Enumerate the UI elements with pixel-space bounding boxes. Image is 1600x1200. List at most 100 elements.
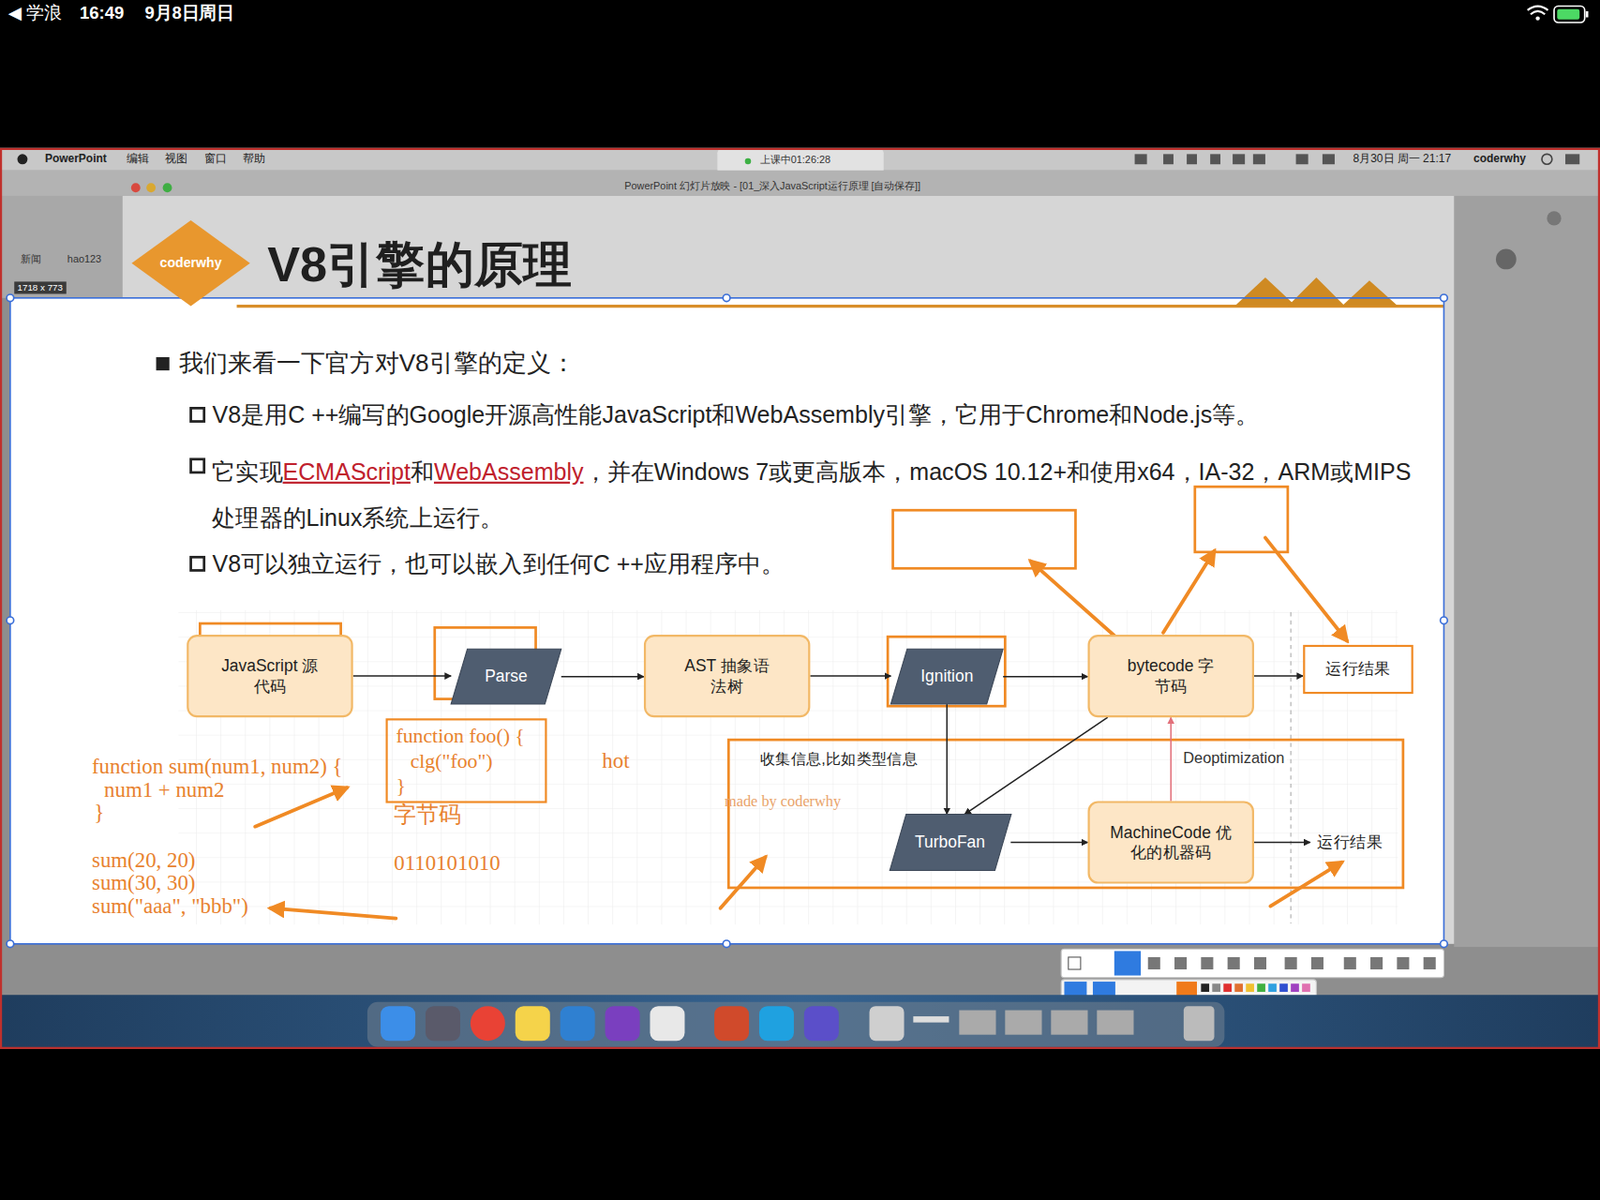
diamond-shape (131, 220, 250, 306)
handwritten-code: sum(30, 30) (91, 869, 195, 895)
menu-item: PowerPoint (44, 151, 107, 165)
menu-bar (1541, 153, 1553, 165)
annotation-toolbar (1254, 957, 1267, 970)
window-title-bar (0, 195, 123, 299)
slide-background (10, 298, 1445, 944)
node-label: Parse (484, 666, 528, 687)
connector (809, 674, 891, 677)
freehand-arrows (254, 538, 1347, 919)
bullet-markers (156, 357, 205, 570)
node-label: AST 抽象语法树 (678, 656, 776, 696)
slide-background (1287, 277, 1346, 306)
connector (1002, 675, 1088, 678)
annotation-toolbar (1200, 957, 1213, 970)
node-label: 运行结果 (1325, 659, 1391, 680)
dock (515, 1005, 551, 1041)
annotation-rects (1195, 486, 1288, 553)
bullet-text: V8是用C ++编写的Google开源高性能JavaScript和WebAsse… (211, 401, 1259, 429)
freehand-arrows (269, 908, 396, 919)
annotation-toolbar (1256, 983, 1266, 992)
annotation-rects (887, 636, 1005, 706)
slide-title: V8引擎的原理 (267, 232, 572, 299)
selection-frame (1440, 940, 1449, 948)
process-box: MachineCode 优化的机器码 (1088, 800, 1255, 883)
selection-frame (6, 940, 15, 948)
freehand-arrows (1270, 862, 1342, 907)
handwritten-note: 字节码 (393, 802, 462, 829)
node-label: bytecode 字节码 (1122, 656, 1220, 696)
annotation-toolbar (1061, 948, 1444, 977)
dock (470, 1005, 506, 1041)
menu-item: 编辑 (126, 151, 150, 165)
class-timer: 上课中01:26:28 (760, 153, 831, 166)
annotation-toolbar (1370, 957, 1383, 970)
annotation-toolbar (1174, 957, 1187, 970)
window-title-bar (1546, 210, 1561, 225)
window-title-bar (1495, 249, 1517, 270)
freehand-arrows (1031, 561, 1123, 643)
annotation-toolbar (1211, 983, 1221, 992)
connector (1010, 841, 1088, 844)
node-label: MachineCode 优化的机器码 (1106, 822, 1235, 863)
window-title-bar (163, 182, 173, 193)
freehand-arrows (254, 787, 347, 826)
annotation-toolbar (1311, 957, 1324, 970)
selection-frame (1440, 294, 1449, 302)
annotation-toolbar (1301, 983, 1311, 992)
window-title: PowerPoint 幻灯片放映 - [01_深入JavaScript运行原理 … (624, 180, 921, 194)
code-line: function foo() { (395, 723, 524, 748)
annotation-toolbar (1223, 983, 1232, 992)
edge-label: Deoptimization (1181, 748, 1286, 768)
dock (1096, 1010, 1134, 1035)
handwritten-code: } (93, 799, 105, 824)
dock (1183, 1005, 1215, 1041)
link-text: WebAssembly (433, 458, 584, 485)
process-parallelogram: Parse (450, 648, 562, 704)
menu-bar (1163, 153, 1174, 165)
freehand-arrows (1265, 538, 1347, 642)
connector (561, 675, 644, 678)
menu-bar (717, 149, 883, 174)
menu-item: 视图 (164, 151, 188, 165)
result-text: 运行结果 (1310, 826, 1391, 860)
bullet-text: 和 (410, 458, 434, 485)
result-box: 运行结果 (1302, 644, 1414, 694)
bullet-text: V8可以独立运行，也可以嵌入到任何C ++应用程序中。 (211, 550, 785, 578)
annotation-toolbar (1227, 957, 1241, 970)
menu-bar (1565, 153, 1580, 165)
dock (0, 994, 1600, 1049)
process-box: JavaScript 源代码 (186, 634, 353, 718)
menu-bar (1232, 153, 1245, 165)
annotation-toolbar (1423, 957, 1436, 970)
process-parallelogram: TurboFan (889, 814, 1012, 871)
annotation-toolbar (1068, 957, 1081, 970)
status-icons (1535, 15, 1540, 20)
annotation-toolbar (1200, 983, 1210, 992)
node-label: TurboFan (914, 832, 986, 853)
code-line: } (395, 772, 405, 797)
menu-bar (745, 158, 752, 165)
menu-item: 帮助 (242, 151, 266, 165)
node-label: coderwhy (160, 254, 223, 271)
annotation-toolbar (1285, 957, 1298, 970)
slide-background (1342, 280, 1399, 306)
connector (1169, 717, 1172, 801)
share-border (0, 149, 1600, 1048)
annotation-rects (728, 739, 1404, 888)
node-label: Ignition (920, 666, 973, 687)
selection-frame (6, 616, 15, 625)
annotation-toolbar (1344, 957, 1357, 970)
diagram-grid (179, 610, 1399, 925)
process-box: bytecode 字节码 (1088, 634, 1255, 718)
selection-frame (6, 294, 15, 302)
menu-bar (1296, 153, 1309, 165)
dock (367, 1001, 1225, 1047)
connector (1254, 674, 1303, 677)
connector (353, 674, 452, 677)
menu-bar (1186, 153, 1197, 165)
bullet-paragraph: 它实现ECMAScript和WebAssembly，并在Windows 7或更高… (211, 448, 1426, 541)
handwritten-note: hot (601, 747, 629, 773)
annotation-toolbar (1148, 957, 1161, 970)
